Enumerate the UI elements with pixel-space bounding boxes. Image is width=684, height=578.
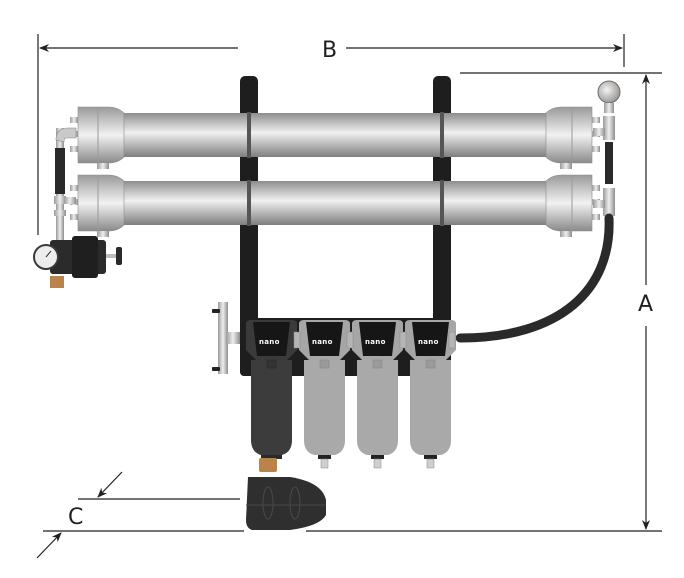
- filter-connector: [346, 331, 354, 349]
- auto-drain-valve: [426, 458, 435, 469]
- bypass-pipe: [218, 302, 228, 374]
- bracket-clamp: [440, 112, 444, 158]
- filter-head-cover: [253, 322, 290, 356]
- separator-rib-right: [289, 486, 301, 520]
- left-hose: [55, 148, 65, 194]
- drain-separator: [246, 458, 326, 530]
- regulator-knob: [116, 247, 122, 265]
- brass-inlet-fitting: [50, 276, 64, 288]
- filter-head-cover: [359, 322, 396, 356]
- filter-bowl-tab: [266, 359, 277, 369]
- gauge-needle: [45, 250, 52, 258]
- elbow-fitting: [55, 127, 77, 143]
- valve-handle-bottom: [212, 367, 220, 371]
- filter-bowl-tab: [372, 359, 383, 369]
- right-tee-branch-top: [593, 128, 605, 136]
- filter-bank: nano nano nano nano: [246, 320, 456, 469]
- bypass-tee: [226, 332, 240, 344]
- right-tee-branch-bottom: [593, 200, 605, 208]
- membrane-tube: [70, 106, 600, 169]
- tube-end-cap-right: [545, 174, 593, 232]
- gauge-fitting: [604, 103, 614, 113]
- right-hose-segment: [605, 142, 613, 184]
- right-tee-top: [603, 116, 615, 140]
- dimension-c: C: [36, 471, 244, 559]
- membrane-tubes: [70, 106, 600, 237]
- drain-port-left: [97, 163, 109, 169]
- arrow-c-bottom: [36, 532, 62, 559]
- tube-end-cap-left: [77, 106, 125, 164]
- valve-handle-top: [212, 309, 220, 313]
- port-stub-left: [70, 214, 78, 220]
- filter-housing: nano: [352, 320, 403, 469]
- dimension-label-c: C: [68, 505, 83, 530]
- filter-brand-label: nano: [312, 338, 333, 346]
- regulator-stem: [106, 254, 118, 258]
- inlet-regulator-assembly: [33, 127, 122, 288]
- port-stub-left: [70, 117, 78, 123]
- outlet-hose: [455, 213, 614, 343]
- filter-connector: [448, 331, 456, 349]
- outlet-pressure-gauge: [597, 80, 621, 104]
- separator-rib-left: [262, 486, 274, 520]
- bracket-clamp: [247, 180, 251, 226]
- auto-drain-valve: [320, 458, 329, 469]
- drain-port-left: [97, 231, 109, 237]
- filter-housing: nano: [405, 320, 456, 469]
- filter-connector: [293, 331, 301, 349]
- port-stub-right: [592, 146, 600, 152]
- bracket-clamp: [247, 112, 251, 158]
- nipple-fitting-left: [54, 210, 66, 216]
- tee-fitting-left: [54, 196, 66, 204]
- dimension-a: A: [306, 72, 662, 532]
- tee-branch-left: [64, 197, 76, 204]
- filter-bowl-tab: [319, 359, 330, 369]
- filter-housing: nano: [299, 320, 350, 469]
- regulator-bonnet: [72, 236, 98, 278]
- bypass-valve-assembly: [212, 302, 240, 374]
- filter-brand-label: nano: [365, 338, 386, 346]
- arrow-c-top: [97, 471, 123, 498]
- membrane-tube: [70, 174, 600, 237]
- dimension-b: B: [37, 34, 625, 235]
- brass-drain-fitting: [259, 458, 277, 472]
- separator-body: [246, 477, 326, 530]
- tube-end-cap-right: [545, 106, 593, 164]
- drain-collar: [261, 455, 282, 459]
- port-stub-right: [592, 214, 600, 220]
- filter-connector: [399, 331, 407, 349]
- filter-brand-label: nano: [259, 338, 280, 346]
- filter-bowl: [304, 360, 345, 455]
- filter-housing: nano: [246, 320, 297, 459]
- port-stub-right: [592, 117, 600, 123]
- filter-bowl: [410, 360, 451, 455]
- filter-brand-label: nano: [418, 338, 439, 346]
- filter-bowl: [251, 360, 292, 455]
- tube-end-cap-left: [77, 174, 125, 232]
- auto-drain-collar: [318, 455, 331, 459]
- outlet-assembly: [455, 80, 621, 343]
- dimension-label-a: A: [638, 292, 653, 317]
- right-tee-bottom: [603, 188, 615, 216]
- filter-bowl-tab: [425, 359, 436, 369]
- auto-drain-collar: [371, 455, 384, 459]
- drain-port-right: [560, 163, 572, 169]
- filter-head-cover: [306, 322, 343, 356]
- dimension-label-b: B: [322, 38, 337, 63]
- filter-bowl: [357, 360, 398, 455]
- port-stub-right: [592, 185, 600, 191]
- tube-body: [120, 181, 550, 225]
- bracket-clamp: [440, 180, 444, 226]
- auto-drain-collar: [424, 455, 437, 459]
- port-stub-left: [70, 146, 78, 152]
- tube-body: [120, 113, 550, 157]
- auto-drain-valve: [373, 458, 382, 469]
- drain-port-right: [560, 231, 572, 237]
- port-stub-left: [70, 185, 78, 191]
- filter-head-cover: [412, 322, 449, 356]
